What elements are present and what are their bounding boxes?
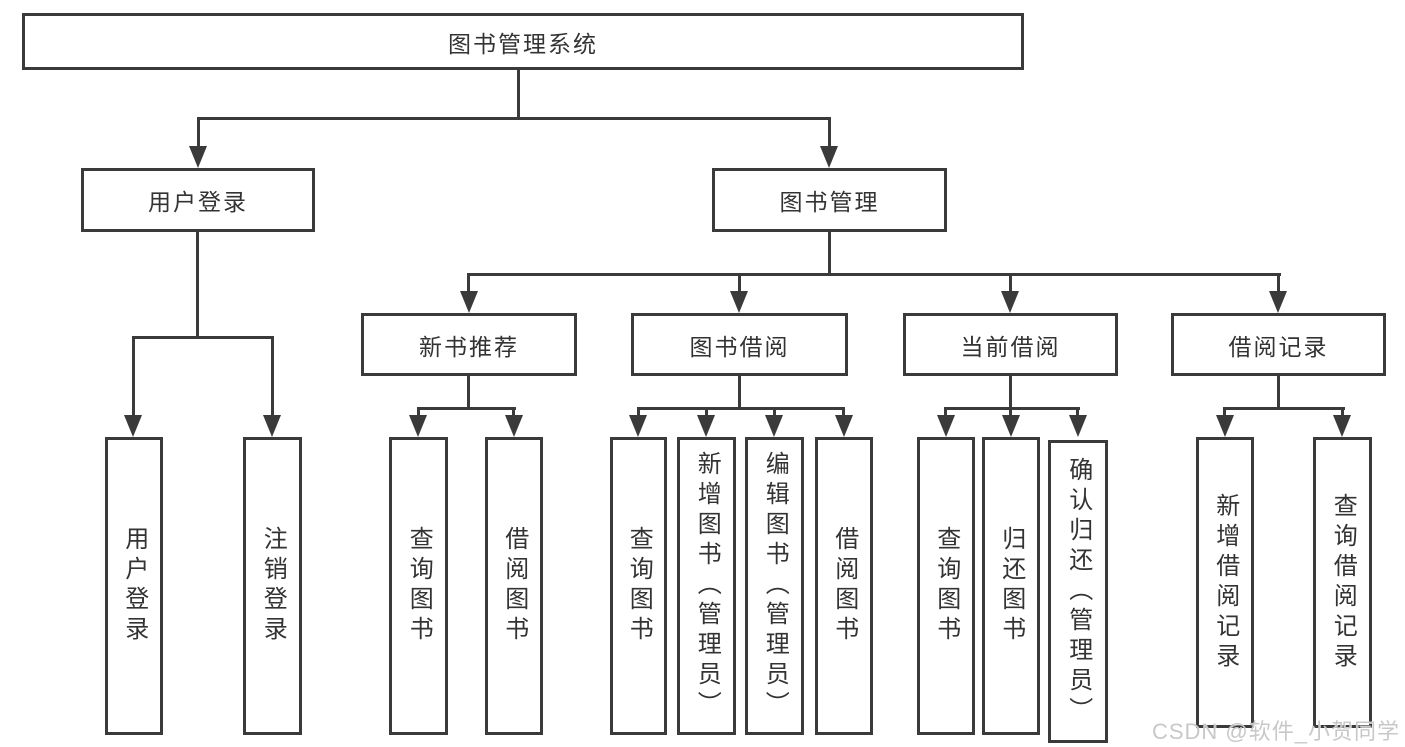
connector-line (738, 276, 741, 293)
leaf-borrow-books: 借阅图书 (815, 437, 873, 735)
leaf-add-borrow-record: 新增借阅记录 (1196, 437, 1254, 728)
connector-arrow-down (460, 291, 478, 313)
connector-line (637, 407, 845, 410)
connector-line (512, 410, 515, 417)
connector-line (197, 120, 200, 148)
leaf-logout: 注销登录 (243, 437, 302, 735)
connector-line (773, 410, 776, 417)
connector-line (467, 376, 470, 410)
node-root-label: 图书管理系统 (448, 30, 598, 57)
connector-arrow-down (629, 415, 647, 437)
node-book-management-label: 图书管理 (779, 189, 880, 215)
connector-arrow-down (697, 415, 715, 437)
connector-arrow-down (937, 415, 955, 437)
connector-line (517, 69, 520, 118)
connector-arrow-down (124, 415, 142, 437)
node-user-login: 用户登录 (81, 168, 315, 232)
leaf-user-login: 用户登录 (105, 437, 163, 735)
connector-arrow-down (1216, 415, 1234, 437)
node-user-login-label: 用户登录 (148, 189, 248, 215)
node-borrowing-records: 借阅记录 (1171, 313, 1386, 376)
node-borrowing-records-label: 借阅记录 (1228, 333, 1329, 360)
connector-arrow-down (835, 415, 853, 437)
leaf-edit-book-admin: 编辑图书（管理员） (745, 437, 804, 735)
connector-arrow-down (1069, 415, 1087, 437)
connector-line (467, 273, 1281, 276)
node-current-borrowing-label: 当前借阅 (960, 333, 1061, 360)
leaf-query-books-recommend-label: 查询图书 (405, 526, 433, 646)
connector-line (828, 120, 831, 148)
connector-arrow-down (263, 415, 281, 437)
node-book-borrowing: 图书借阅 (631, 313, 848, 376)
leaf-query-books-borrowing: 查询图书 (610, 437, 667, 735)
leaf-add-book-admin: 新增图书（管理员） (677, 437, 736, 735)
connector-line (271, 339, 274, 417)
connector-arrow-down (1002, 415, 1020, 437)
connector-arrow-down (1001, 291, 1019, 313)
node-book-management: 图书管理 (712, 168, 947, 232)
connector-arrow-down (1333, 415, 1351, 437)
connector-line (197, 117, 831, 120)
connector-line (944, 407, 1080, 410)
node-new-book-recommend: 新书推荐 (361, 313, 577, 376)
connector-line (705, 410, 708, 417)
connector-line (944, 410, 947, 417)
watermark: CSDN @软件_小贺同学 (1151, 719, 1400, 744)
connector-line (196, 232, 199, 336)
connector-line (1223, 407, 1345, 410)
connector-line (1009, 276, 1012, 293)
connector-line (828, 232, 831, 276)
leaf-add-book-admin-label: 新增图书（管理员） (693, 451, 721, 721)
connector-line (1009, 410, 1012, 417)
leaf-query-borrow-record: 查询借阅记录 (1313, 437, 1372, 728)
connector-line (1076, 410, 1079, 417)
connector-line (467, 276, 470, 293)
connector-line (1223, 410, 1226, 417)
leaf-logout-label: 注销登录 (259, 526, 287, 646)
leaf-return-book-label: 归还图书 (997, 526, 1025, 646)
leaf-query-books-current: 查询图书 (917, 437, 975, 735)
leaf-edit-book-admin-label: 编辑图书（管理员） (761, 451, 789, 721)
leaf-add-borrow-record-label: 新增借阅记录 (1211, 492, 1239, 673)
node-book-borrowing-label: 图书借阅 (689, 333, 790, 360)
connector-line (132, 336, 274, 339)
leaf-borrow-books-label: 借阅图书 (830, 526, 858, 646)
connector-line (1341, 410, 1344, 417)
connector-line (1277, 376, 1280, 410)
connector-line (637, 410, 640, 417)
connector-arrow-down (409, 415, 427, 437)
connector-line (1277, 276, 1280, 293)
leaf-query-books-borrowing-label: 查询图书 (625, 526, 653, 646)
connector-arrow-down (189, 146, 207, 168)
connector-line (417, 410, 420, 417)
connector-line (842, 410, 845, 417)
leaf-query-books-recommend: 查询图书 (389, 437, 448, 735)
connector-line (738, 376, 741, 410)
connector-arrow-down (1269, 291, 1287, 313)
connector-line (132, 339, 135, 417)
connector-arrow-down (765, 415, 783, 437)
node-root: 图书管理系统 (22, 13, 1024, 70)
leaf-return-book: 归还图书 (982, 437, 1040, 735)
leaf-user-login-label: 用户登录 (120, 526, 148, 646)
connector-arrow-down (505, 415, 523, 437)
leaf-query-borrow-record-label: 查询借阅记录 (1329, 492, 1357, 673)
node-current-borrowing: 当前借阅 (903, 313, 1118, 376)
node-new-book-recommend-label: 新书推荐 (419, 333, 519, 360)
leaf-borrow-books-recommend-label: 借阅图书 (500, 526, 528, 646)
leaf-query-books-current-label: 查询图书 (932, 526, 960, 646)
connector-arrow-down (730, 291, 748, 313)
leaf-borrow-books-recommend: 借阅图书 (485, 437, 543, 735)
connector-line (1009, 376, 1012, 410)
leaf-confirm-return-admin-label: 确认归还（管理员） (1064, 456, 1092, 727)
connector-line (417, 407, 516, 410)
connector-arrow-down (820, 146, 838, 168)
leaf-confirm-return-admin: 确认归还（管理员） (1048, 440, 1108, 743)
